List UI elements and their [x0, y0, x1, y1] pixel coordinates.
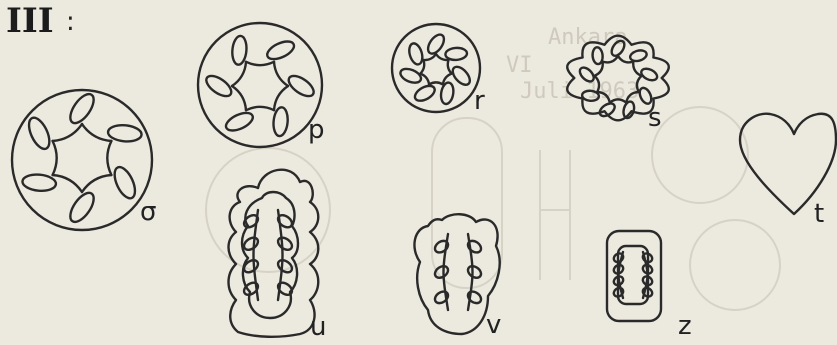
- loop: [25, 115, 54, 152]
- loop: [265, 38, 297, 63]
- ghost-circle-1: [206, 148, 330, 272]
- loop-connector: [448, 60, 452, 74]
- loop: [398, 66, 423, 85]
- loop: [22, 173, 57, 192]
- figure-p-outline: [198, 23, 322, 147]
- chain-loop: [466, 264, 483, 280]
- figure-p: p: [198, 23, 325, 147]
- loop-connector: [53, 141, 57, 175]
- section-colon: :: [66, 7, 75, 37]
- loop: [110, 164, 139, 201]
- figure-z: z: [607, 231, 692, 341]
- figure-v-label: v: [486, 310, 501, 340]
- loop: [223, 109, 255, 134]
- figure-r: r: [392, 24, 485, 116]
- figure-sigma-loops: [22, 90, 142, 226]
- loop-connector: [82, 175, 111, 192]
- figure-u-label: u: [310, 312, 326, 342]
- figure-r-label: r: [474, 86, 485, 116]
- chain-loop: [242, 258, 260, 275]
- ghost-oval: [432, 118, 502, 288]
- chain-loop: [276, 258, 294, 275]
- loop-connector: [246, 62, 274, 65]
- ghost-text-2: VI: [506, 53, 533, 78]
- loop: [107, 124, 142, 143]
- figure-z-label: z: [678, 311, 692, 341]
- figure-sigma-outline: [12, 90, 152, 230]
- loop: [425, 32, 447, 57]
- figure-u-outer-outline: [229, 170, 319, 337]
- chain-loop: [433, 264, 450, 280]
- loop: [66, 90, 98, 127]
- chain-loop: [276, 213, 294, 230]
- loop: [66, 189, 98, 226]
- loop: [285, 72, 317, 100]
- loop: [450, 64, 473, 88]
- figure-t: t: [740, 114, 836, 229]
- loop-connector: [424, 54, 437, 60]
- loop-connector: [603, 56, 618, 62]
- loop-connector: [53, 124, 82, 141]
- figure-p-label: p: [308, 115, 325, 145]
- figure-v: v: [414, 214, 501, 340]
- figure-v-loops: [433, 234, 483, 310]
- figure-u-inner-outline: [242, 192, 298, 318]
- ghost-circle-2: [652, 107, 748, 203]
- ghost-text-1: Ankara: [548, 25, 627, 50]
- loop: [639, 66, 658, 82]
- ghost-h-shape: [540, 150, 570, 280]
- figure-r-loops: [398, 32, 473, 105]
- loop: [407, 42, 425, 66]
- loop-connector: [232, 86, 246, 110]
- loop-connector: [429, 82, 443, 84]
- loop: [272, 107, 288, 137]
- loop-connector: [107, 141, 111, 175]
- figure-u-loops: [242, 210, 294, 300]
- loop: [445, 47, 467, 60]
- loop: [231, 35, 247, 65]
- figure-sigma-label: σ: [140, 197, 156, 227]
- loop-connector: [274, 62, 288, 86]
- figure-u: u: [229, 170, 327, 342]
- loop: [203, 72, 235, 100]
- ghost-circle-3: [690, 220, 780, 310]
- chain-loop: [242, 235, 260, 252]
- chain-loop: [276, 235, 294, 252]
- figure-sigma: σ: [12, 90, 156, 230]
- figure-p-loops: [203, 35, 317, 136]
- figure-z-outer-outline: [607, 231, 661, 321]
- section-heading: III: [6, 1, 54, 41]
- figure-t-label: t: [814, 199, 824, 229]
- loop: [412, 83, 437, 104]
- loop: [629, 49, 648, 63]
- figure-s-label: s: [648, 103, 662, 133]
- loop-connector: [246, 107, 274, 110]
